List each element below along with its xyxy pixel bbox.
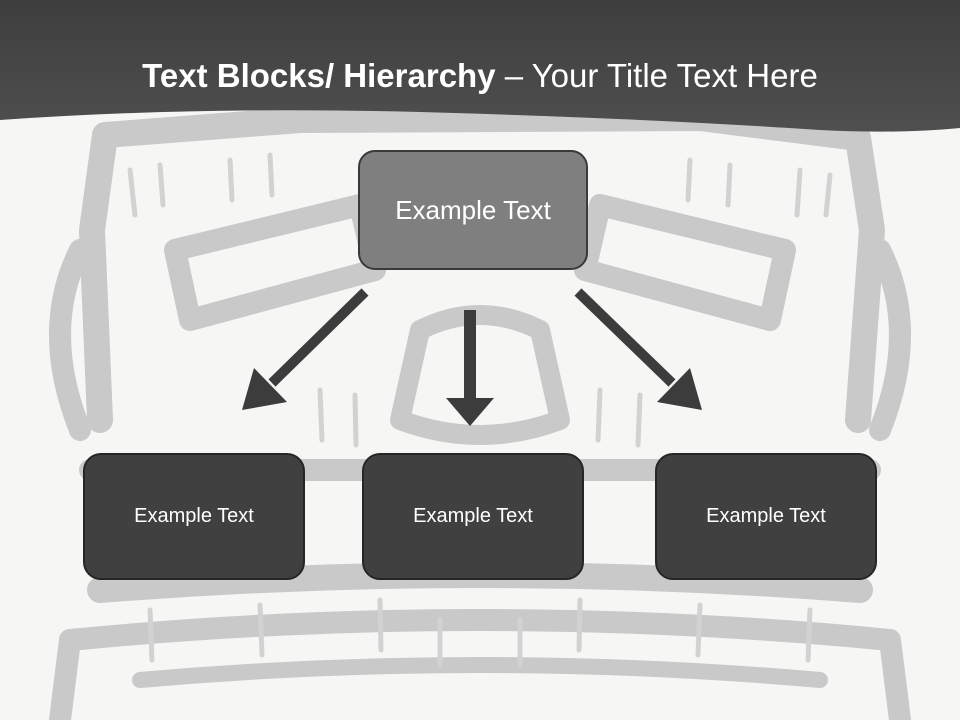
child-text-block-label: Example Text xyxy=(706,505,826,527)
top-text-block[interactable]: Example Text xyxy=(358,150,588,270)
title-bold-part: Text Blocks/ Hierarchy xyxy=(142,57,496,94)
top-text-block-label: Example Text xyxy=(395,194,551,225)
arrow-left xyxy=(242,288,369,410)
title-separator: – xyxy=(495,57,532,94)
child-text-block-middle[interactable]: Example Text xyxy=(362,453,584,580)
child-text-block-left[interactable]: Example Text xyxy=(83,453,305,580)
child-text-block-label: Example Text xyxy=(134,505,254,527)
slide-title: Text Blocks/ Hierarchy – Your Title Text… xyxy=(0,52,960,100)
title-banner xyxy=(0,0,960,132)
arrow-middle xyxy=(446,310,494,426)
arrow-right xyxy=(574,288,702,410)
child-text-block-label: Example Text xyxy=(413,505,533,527)
child-text-block-right[interactable]: Example Text xyxy=(655,453,877,580)
title-rest: Your Title Text Here xyxy=(531,57,818,94)
